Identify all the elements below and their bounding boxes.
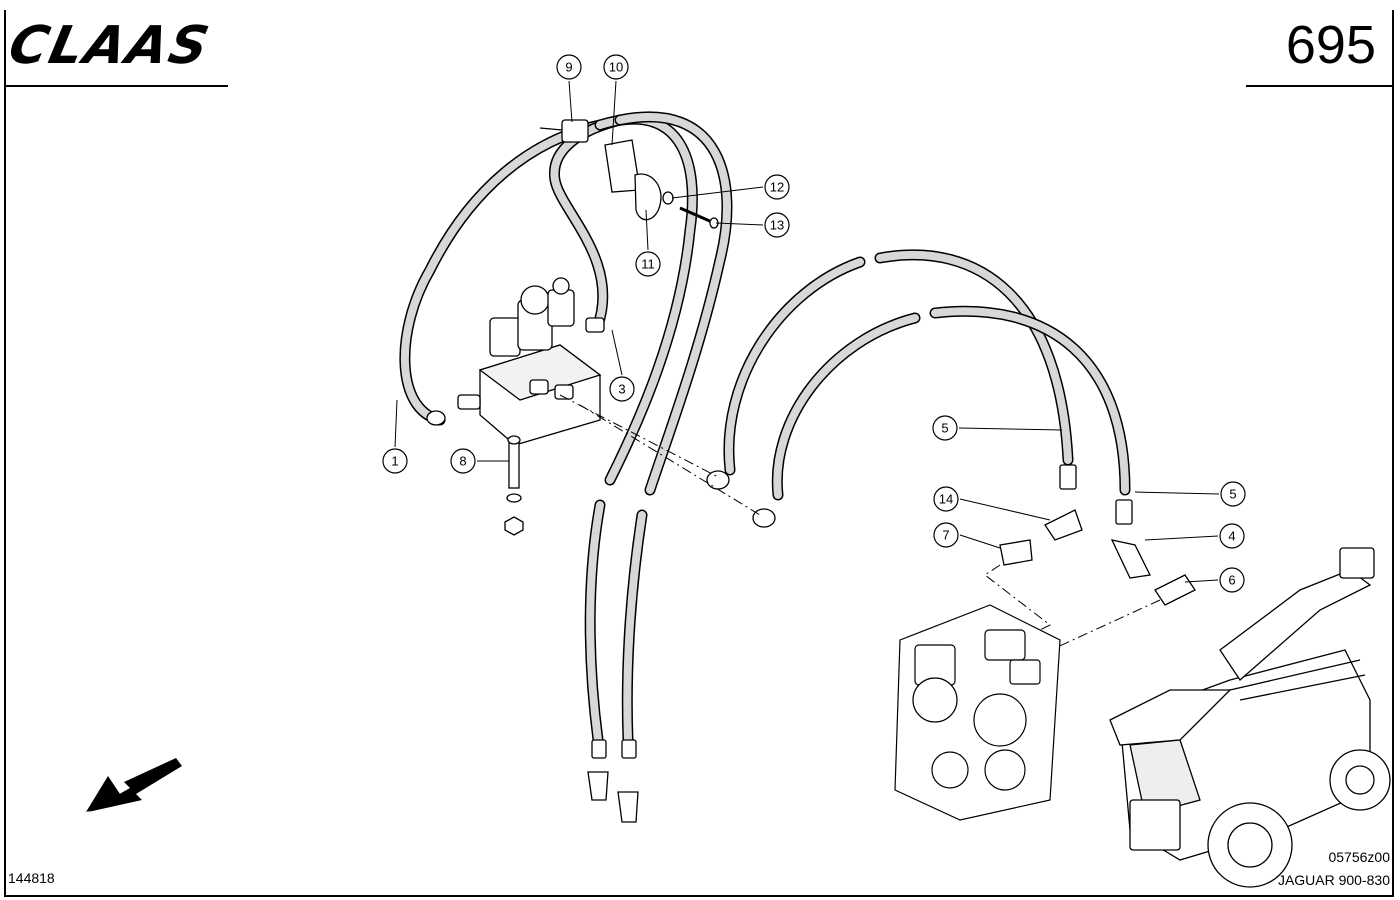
callout-8 bbox=[450, 448, 476, 474]
tee-6 bbox=[1154, 574, 1196, 606]
solenoid-left bbox=[489, 317, 521, 357]
callout-4 bbox=[1219, 523, 1245, 549]
clamp-block-9 bbox=[561, 119, 589, 143]
spout bbox=[1219, 569, 1372, 681]
hose-lower-b-fill bbox=[623, 511, 646, 744]
elbow-fitting-a bbox=[587, 771, 609, 801]
port-fitting-front-a bbox=[529, 379, 549, 395]
callout-12 bbox=[764, 174, 790, 200]
port-fitting-front-b bbox=[554, 384, 574, 400]
fitting-5-left bbox=[1059, 464, 1077, 490]
cab-window bbox=[1129, 739, 1201, 816]
nut-8 bbox=[504, 516, 524, 536]
cab-roof bbox=[1109, 689, 1232, 746]
callout-5-right bbox=[1220, 481, 1246, 507]
arc-fittings bbox=[706, 464, 1196, 606]
port-fitting-3 bbox=[585, 317, 605, 333]
control-valve-cluster bbox=[894, 604, 1061, 821]
drawing-id: 144818 bbox=[8, 870, 55, 886]
page-number: 695 bbox=[1285, 15, 1376, 75]
adapter-14 bbox=[1044, 509, 1083, 541]
callout-label-5-right: 5 bbox=[1229, 487, 1236, 502]
callout-1 bbox=[382, 448, 408, 474]
model-label: JAGUAR 900-830 bbox=[1277, 872, 1390, 888]
callout-7 bbox=[933, 522, 959, 548]
callout-10 bbox=[603, 54, 629, 80]
callout-label-8: 8 bbox=[459, 454, 466, 469]
clamp-pin bbox=[539, 127, 563, 131]
hose-long-b-fill bbox=[616, 112, 731, 494]
washer-8 bbox=[506, 493, 522, 503]
callout-label-11: 11 bbox=[641, 257, 655, 272]
bottom-border bbox=[4, 895, 1394, 897]
callout-11 bbox=[635, 251, 661, 277]
washer-12 bbox=[662, 191, 674, 205]
direction-arrow-icon bbox=[88, 758, 182, 812]
hose-5d-fill bbox=[931, 307, 1129, 494]
callout-14 bbox=[933, 486, 959, 512]
port-fitting-left bbox=[457, 394, 481, 410]
valve-block bbox=[426, 277, 605, 446]
callout-label-14: 14 bbox=[939, 492, 953, 507]
callout-label-4: 4 bbox=[1228, 529, 1235, 544]
hose-1-fill bbox=[401, 121, 604, 424]
right-border bbox=[1392, 10, 1394, 896]
header-rule-right bbox=[1246, 85, 1394, 87]
left-border bbox=[4, 10, 6, 896]
clamp-11 bbox=[634, 173, 662, 221]
callout-label-10: 10 bbox=[609, 60, 623, 75]
hose-5d-outline bbox=[929, 305, 1131, 496]
callout-label-12: 12 bbox=[770, 180, 784, 195]
callout-circles bbox=[382, 54, 1246, 593]
fitting-5-right bbox=[1115, 499, 1133, 525]
front-grille bbox=[1129, 799, 1181, 851]
solenoid-cap bbox=[520, 285, 550, 315]
hose-5c-fill bbox=[773, 314, 919, 499]
bottom-fittings bbox=[587, 739, 639, 823]
callout-label-3: 3 bbox=[618, 382, 625, 397]
callout-leaders bbox=[394, 80, 1220, 583]
callout-5-left bbox=[932, 415, 958, 441]
callout-label-1: 1 bbox=[391, 454, 398, 469]
figure-code: 05756z00 bbox=[1328, 849, 1390, 865]
hose-5b-fill bbox=[876, 250, 1072, 464]
callout-label-6: 6 bbox=[1228, 573, 1235, 588]
clamp-assembly bbox=[539, 119, 719, 229]
hose-end-1 bbox=[426, 410, 446, 426]
dashed-leaders bbox=[559, 394, 1161, 656]
callout-label-9: 9 bbox=[565, 60, 572, 75]
solenoid-right bbox=[547, 289, 575, 327]
bolt-8-shank bbox=[508, 439, 520, 489]
adapter-7 bbox=[999, 539, 1033, 566]
hose-long-a-fill bbox=[596, 115, 697, 484]
callout-6 bbox=[1219, 567, 1245, 593]
hose-5a-fill bbox=[724, 258, 864, 474]
hose-lower-a-fill bbox=[586, 501, 604, 744]
elbow-fitting-b bbox=[617, 791, 639, 823]
elbow-4 bbox=[1110, 539, 1151, 579]
bolt-13 bbox=[679, 206, 713, 224]
callout-13 bbox=[764, 212, 790, 238]
connector-cap bbox=[552, 277, 570, 295]
bolt-8 bbox=[504, 435, 524, 536]
callout-label-5-left: 5 bbox=[941, 421, 948, 436]
callout-label-13: 13 bbox=[770, 218, 784, 233]
callout-label-7: 7 bbox=[942, 528, 949, 543]
header-rule-left bbox=[4, 85, 228, 87]
callout-labels: 9 10 12 13 11 3 1 8 5 5 14 4 7 6 bbox=[391, 60, 1236, 588]
harvester-illustration bbox=[1109, 547, 1391, 888]
callout-3 bbox=[609, 376, 635, 402]
spout-tip bbox=[1339, 547, 1375, 579]
callout-9 bbox=[556, 54, 582, 80]
